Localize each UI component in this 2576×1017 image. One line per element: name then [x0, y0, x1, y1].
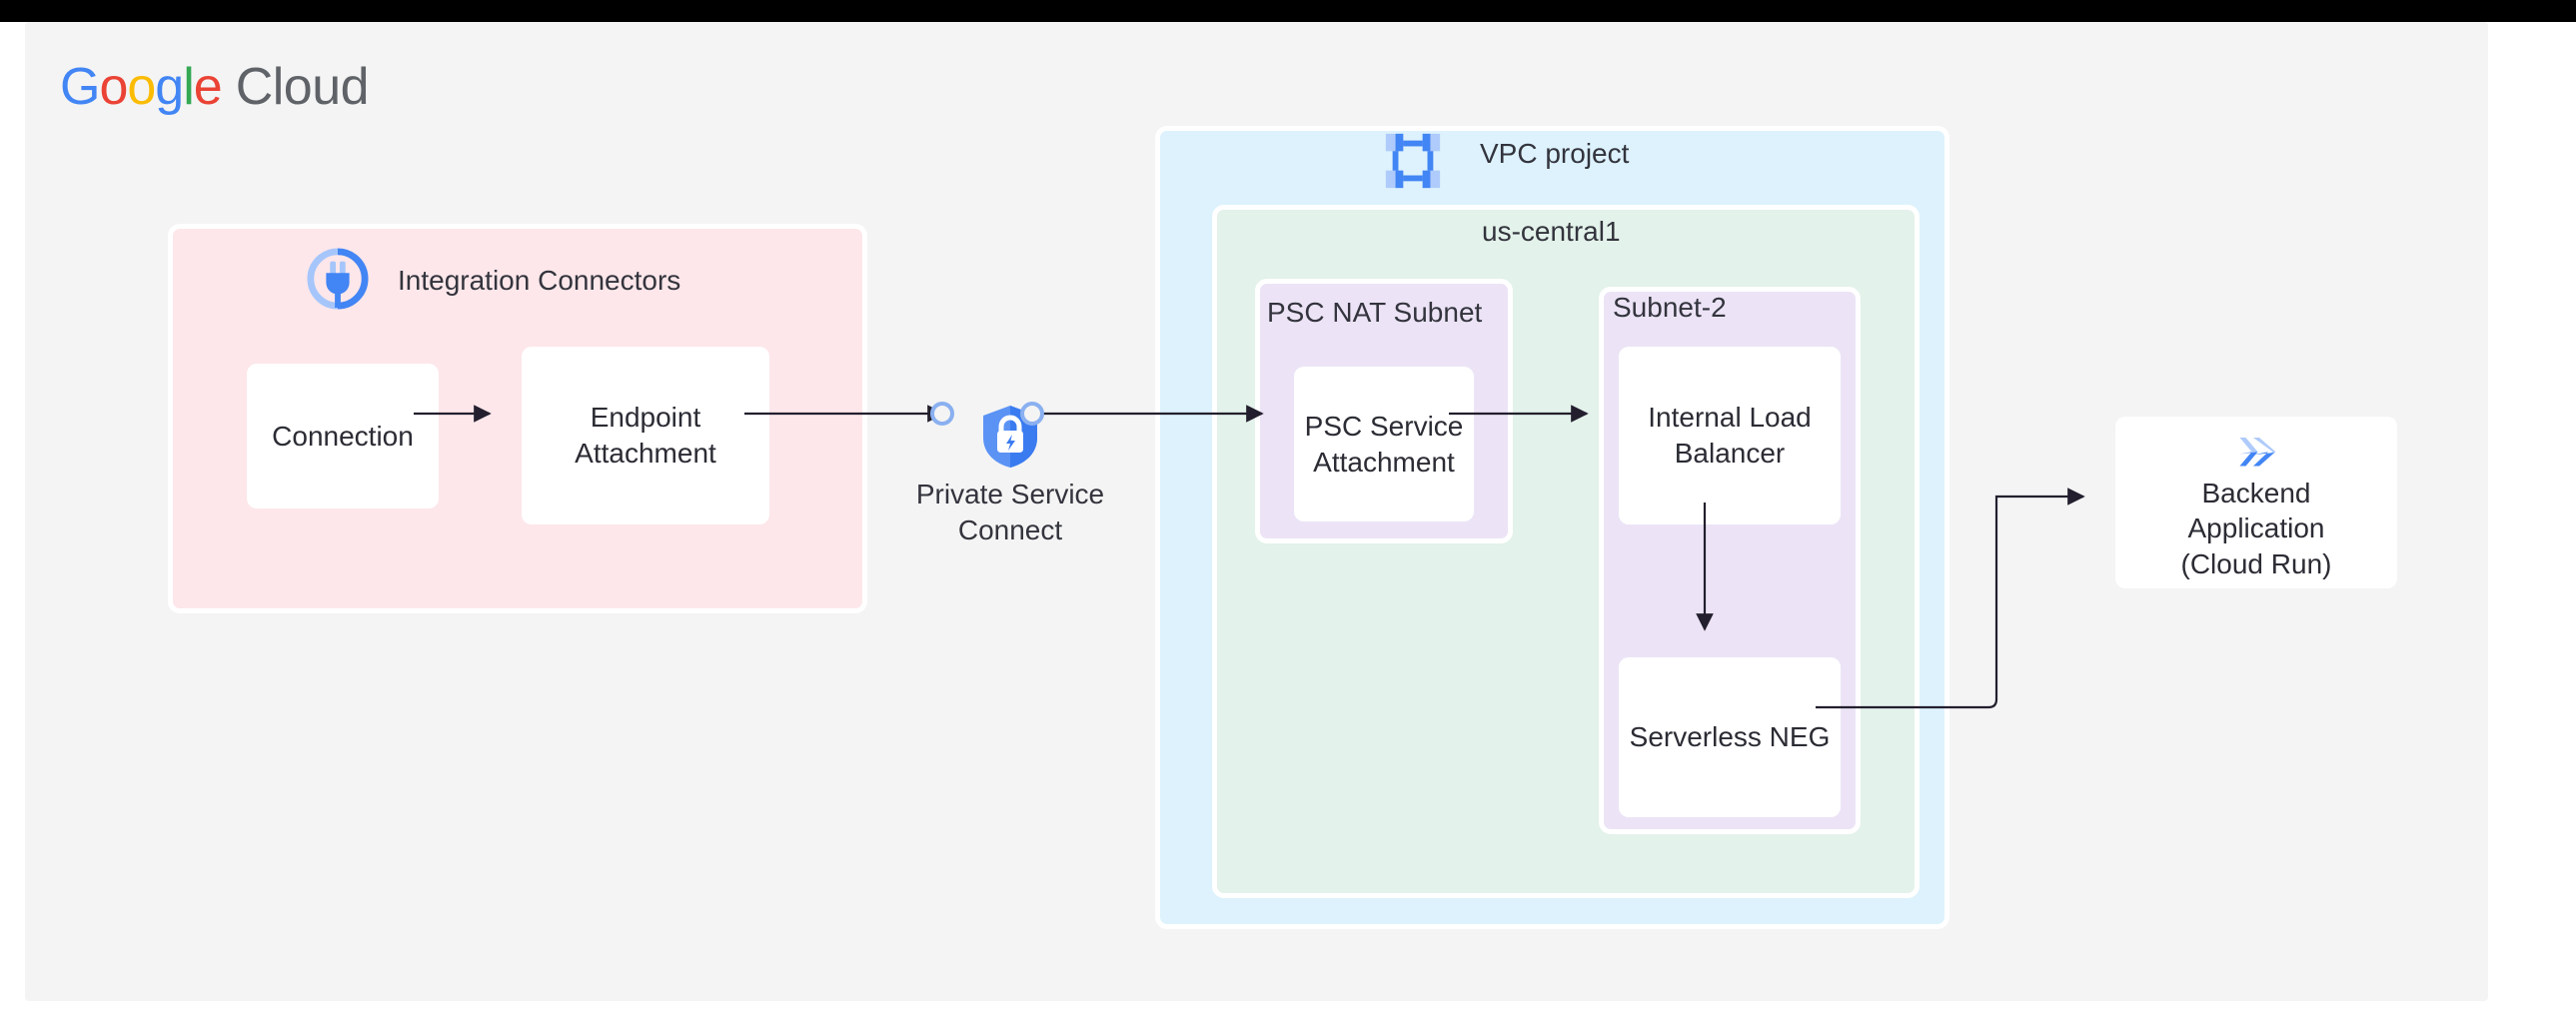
integration-connectors-icon	[307, 248, 369, 310]
zone-label-psc-nat-subnet: PSC NAT Subnet	[1267, 297, 1483, 328]
zone-label-integration-connectors: Integration Connectors	[398, 265, 681, 296]
node-backend-application[interactable]: Backend Application (Cloud Run)	[2115, 417, 2397, 588]
google-cloud-logo: Google Cloud	[60, 57, 370, 117]
node-backend-application-label: Backend Application (Cloud Run)	[2180, 477, 2332, 580]
node-serverless-neg[interactable]: Serverless NEG	[1619, 657, 1841, 817]
node-endpoint-attachment[interactable]: Endpoint Attachment	[522, 347, 769, 524]
zone-label-us-central1: us-central1	[1482, 216, 1621, 247]
google-wordmark: Google	[60, 58, 223, 116]
label-private-service-connect: Private Service Connect	[915, 479, 1105, 545]
zone-label-vpc-project: VPC project	[1480, 138, 1630, 169]
node-connection[interactable]: Connection	[247, 364, 439, 508]
vpc-icon	[1385, 133, 1441, 189]
cloud-run-icon	[2239, 438, 2276, 467]
zone-label-subnet-2: Subnet-2	[1613, 292, 1727, 323]
cloud-wordmark: Cloud	[235, 58, 370, 116]
private-service-connect-shield-icon	[983, 406, 1037, 468]
top-black-bar	[0, 0, 2576, 22]
node-psc-service-attachment[interactable]: PSC Service Attachment	[1294, 367, 1474, 521]
diagram-canvas: Google Cloud Integration Connectors Conn…	[25, 22, 2488, 1001]
node-internal-load-balancer[interactable]: Internal Load Balancer	[1619, 347, 1841, 524]
